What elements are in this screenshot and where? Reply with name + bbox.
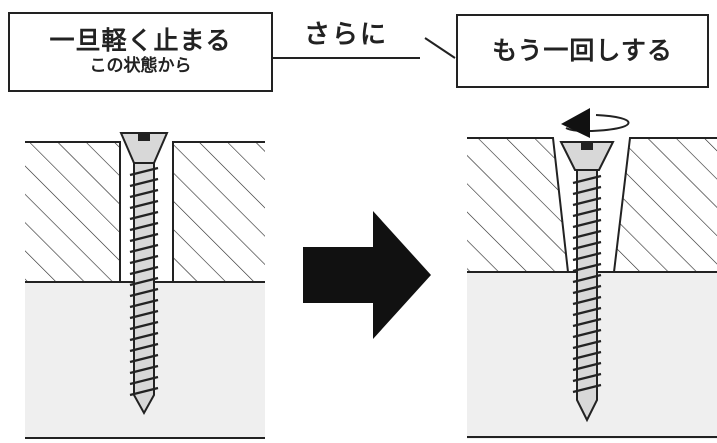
screw-thread (129, 320, 159, 331)
screw-head-right (559, 141, 615, 171)
screw-slot-left (138, 133, 150, 141)
connector-line (273, 37, 456, 59)
screw-thread (572, 295, 602, 306)
step1-line2: この状態から (89, 56, 192, 77)
screw-shank-left (133, 162, 155, 416)
screw-right (559, 141, 615, 423)
screw-thread (129, 166, 159, 177)
screw-thread (129, 232, 159, 243)
screw-thread (572, 361, 602, 372)
screw-thread (129, 386, 159, 397)
screw-thread (129, 199, 159, 210)
step2-line1: もう一回しする (492, 35, 673, 65)
hatched-board-left-a (25, 142, 120, 282)
before-scene (25, 132, 265, 439)
screw-thread (129, 342, 159, 353)
screw-thread (572, 196, 602, 207)
screw-thread (129, 287, 159, 298)
screw-thread (129, 353, 159, 364)
screw-thread (129, 221, 159, 232)
screw-thread (572, 383, 602, 394)
hatched-board-left-b (173, 142, 265, 282)
screw-shank-right (576, 169, 598, 423)
rotation-arrow-icon (561, 108, 630, 138)
step2-label-box: もう一回しする (456, 14, 709, 88)
step1-label-box: 一旦軽く止まる この状態から (8, 12, 273, 92)
screw-thread (129, 276, 159, 287)
screw-thread (572, 328, 602, 339)
screw-threads-left (129, 166, 159, 397)
screw-threads-right (572, 174, 602, 394)
screw-thread (129, 309, 159, 320)
screw-thread (129, 375, 159, 386)
screw-thread (129, 243, 159, 254)
big-arrow-icon (303, 211, 431, 339)
screw-thread (572, 306, 602, 317)
screw-thread (572, 218, 602, 229)
screw-thread (129, 331, 159, 342)
screw-thread (572, 273, 602, 284)
screw-thread (572, 350, 602, 361)
after-scene (467, 108, 717, 439)
screw-left (119, 132, 169, 416)
hatched-board-right-b (614, 138, 717, 272)
hatched-board-right-a (467, 138, 568, 272)
screw-thread (572, 284, 602, 295)
step1-line1: 一旦軽く止まる (49, 26, 232, 56)
connector-label: さらに (304, 20, 389, 50)
screw-thread (129, 254, 159, 265)
screw-thread (129, 265, 159, 276)
screw-thread (572, 174, 602, 185)
screw-thread (572, 207, 602, 218)
screw-thread (129, 177, 159, 188)
screw-thread (572, 262, 602, 273)
screw-thread (572, 317, 602, 328)
screw-thread (129, 188, 159, 199)
screw-thread (572, 185, 602, 196)
screw-thread (572, 251, 602, 262)
screw-thread (572, 240, 602, 251)
screw-thread (572, 372, 602, 383)
screw-thread (572, 339, 602, 350)
screw-thread (572, 229, 602, 240)
screw-thread (129, 210, 159, 221)
screw-slot-right (581, 142, 593, 150)
screw-thread (129, 364, 159, 375)
screw-thread (129, 298, 159, 309)
